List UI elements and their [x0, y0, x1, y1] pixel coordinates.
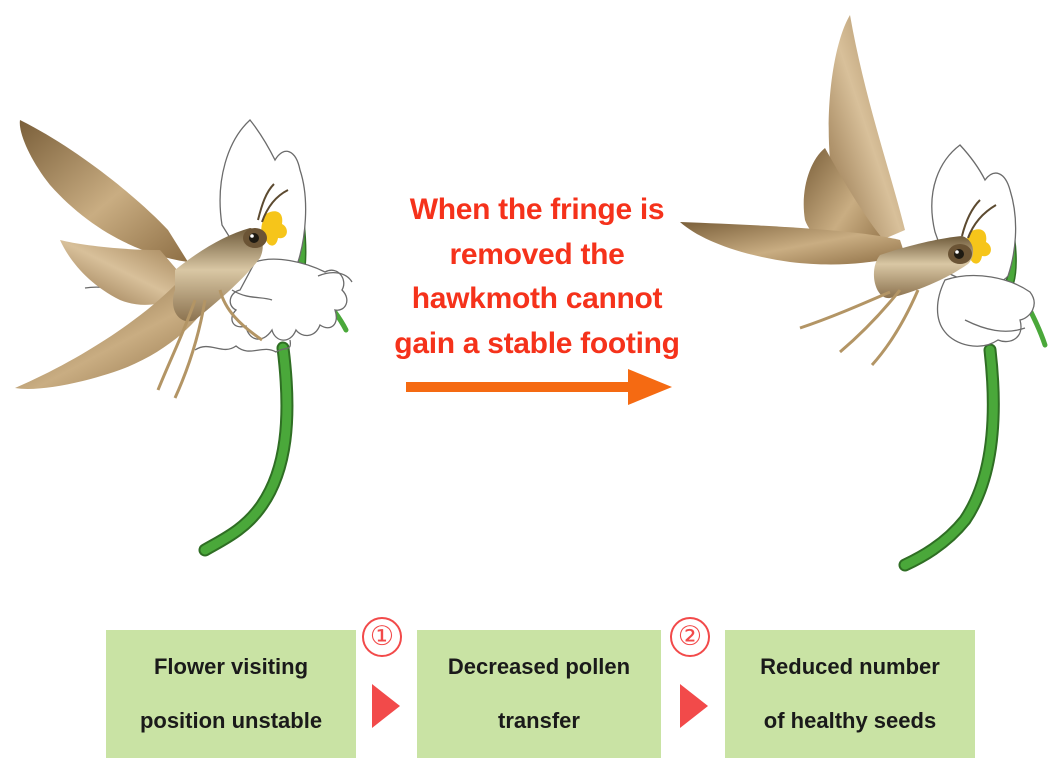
- step-box-decreased-pollen: Decreased pollen transfer: [417, 630, 661, 758]
- caption-line-1: When the fringe is: [372, 188, 702, 233]
- step-number-1: ①: [362, 617, 402, 657]
- step-arrow-1: [372, 684, 400, 728]
- fringe-removed-caption: When the fringe is removed the hawkmoth …: [372, 188, 702, 366]
- main-right-arrow: [400, 365, 680, 409]
- caption-line-2: removed the: [372, 233, 702, 278]
- step-arrow-2: [680, 684, 708, 728]
- right-scene: [680, 15, 1045, 565]
- caption-line-3: hawkmoth cannot: [372, 277, 702, 322]
- box3-line-1: Reduced number: [760, 640, 940, 694]
- step-box-unstable-position: Flower visiting position unstable: [106, 630, 356, 758]
- box1-line-1: Flower visiting: [154, 640, 308, 694]
- step-number-2: ②: [670, 617, 710, 657]
- left-scene: [15, 120, 352, 550]
- box3-line-2: of healthy seeds: [764, 694, 936, 748]
- box1-line-2: position unstable: [140, 694, 322, 748]
- step-box-reduced-seeds: Reduced number of healthy seeds: [725, 630, 975, 758]
- box2-line-2: transfer: [498, 694, 580, 748]
- caption-line-4: gain a stable footing: [372, 322, 702, 367]
- box2-line-1: Decreased pollen: [448, 640, 630, 694]
